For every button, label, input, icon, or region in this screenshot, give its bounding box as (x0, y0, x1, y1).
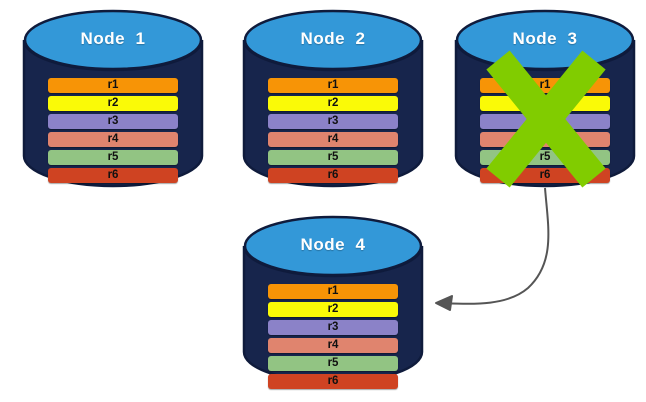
data-row-r5[interactable]: r5 (48, 150, 178, 165)
data-row-r3[interactable]: r3 (268, 320, 398, 335)
data-row-r6[interactable]: r6 (268, 374, 398, 389)
data-row-r5[interactable]: r5 (268, 150, 398, 165)
cylinder-shape (242, 9, 424, 188)
data-row-r3[interactable]: r3 (48, 114, 178, 129)
data-row-r2[interactable]: r2 (268, 302, 398, 317)
data-row-r6[interactable]: r6 (268, 168, 398, 183)
data-row-r5[interactable]: r5 (268, 356, 398, 371)
data-row-r2[interactable]: r2 (268, 96, 398, 111)
row-stack-1: r1 r2 r3 r4 r5 r6 (48, 78, 178, 183)
data-row-r1[interactable]: r1 (268, 78, 398, 93)
data-row-r4[interactable]: r4 (268, 132, 398, 147)
data-row-r1[interactable]: r1 (268, 284, 398, 299)
data-row-r4[interactable]: r4 (268, 338, 398, 353)
cylinder-shape (22, 9, 204, 188)
cylinder-top-disc (243, 215, 423, 277)
row-stack-4: r1 r2 r3 r4 r5 r6 (268, 284, 398, 389)
row-stack-2: r1 r2 r3 r4 r5 r6 (268, 78, 398, 183)
arrow-curve (435, 187, 550, 305)
cylinder-top-disc (243, 9, 423, 71)
data-row-r2[interactable]: r2 (48, 96, 178, 111)
arrow-head (435, 295, 453, 311)
cylinder-top-disc (23, 9, 203, 71)
data-row-r3[interactable]: r3 (268, 114, 398, 129)
data-row-r6[interactable]: r6 (48, 168, 178, 183)
data-row-r1[interactable]: r1 (48, 78, 178, 93)
data-row-r4[interactable]: r4 (48, 132, 178, 147)
